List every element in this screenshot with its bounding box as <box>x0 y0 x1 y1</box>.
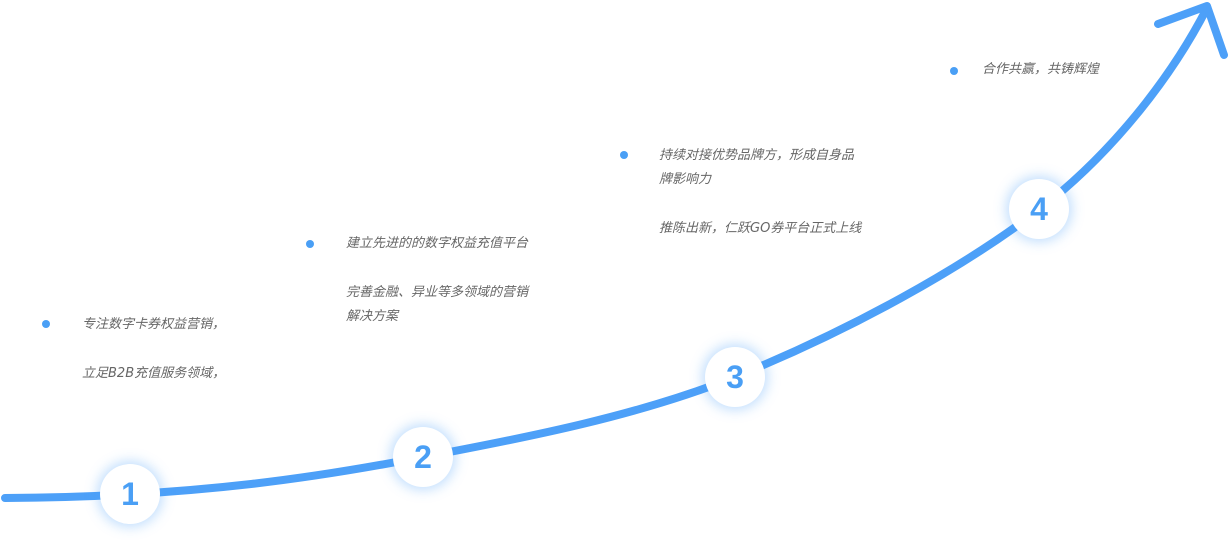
bullet-dot-icon <box>306 240 314 248</box>
step-3-marker: 3 <box>705 347 765 407</box>
arrow-head-icon <box>1154 2 1228 59</box>
step-3-description: 持续对接优势品牌方，形成自身品牌影响力 推陈出新，仁跃GO券平台正式上线 <box>659 144 864 241</box>
step-text: 立足B2B充值服务领域， <box>82 366 226 381</box>
step-1-description: 专注数字卡券权益营销， 立足B2B充值服务领域， <box>82 313 257 386</box>
step-4-marker: 4 <box>1009 179 1069 239</box>
step-2-marker: 2 <box>393 427 453 487</box>
step-text: 合作共赢，共铸辉煌 <box>982 62 1100 77</box>
step-text: 完善金融、异业等多领域的营销解决方案 <box>346 285 529 324</box>
step-4-description: 合作共赢，共铸辉煌 <box>982 58 1172 82</box>
bullet-dot-icon <box>620 151 628 159</box>
step-text: 持续对接优势品牌方，形成自身品牌影响力 <box>659 148 855 187</box>
step-1-marker: 1 <box>100 464 160 524</box>
step-2-description: 建立先进的的数字权益充值平台 完善金融、异业等多领域的营销解决方案 <box>346 232 536 329</box>
bullet-dot-icon <box>42 320 50 328</box>
bullet-dot-icon <box>950 67 958 75</box>
step-text: 专注数字卡券权益营销， <box>82 317 226 332</box>
step-text: 推陈出新，仁跃GO券平台正式上线 <box>659 221 862 236</box>
step-text: 建立先进的的数字权益充值平台 <box>346 236 529 251</box>
